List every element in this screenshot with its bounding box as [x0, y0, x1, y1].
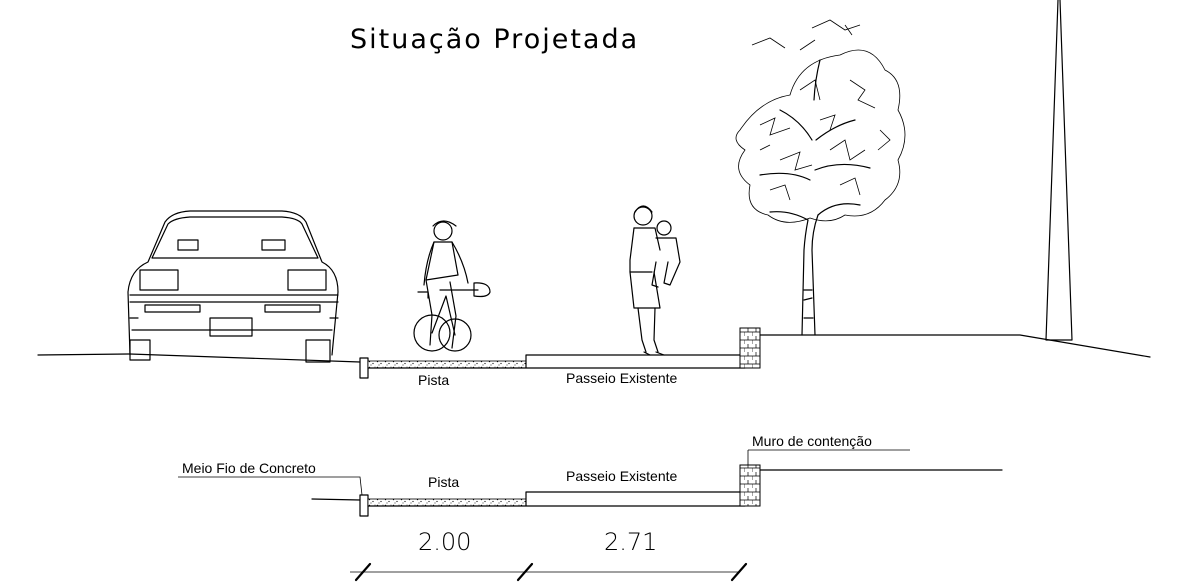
pedestrians-illustration	[629, 205, 681, 356]
road-surface-lower	[367, 498, 527, 507]
tree-illustration	[735, 19, 906, 336]
cyclist-illustration	[413, 220, 491, 352]
lower-ground-left	[311, 498, 361, 501]
curb-leader-line	[178, 476, 363, 496]
curb-upper	[359, 357, 369, 379]
dimension-tick-left	[354, 562, 372, 582]
car-illustration	[127, 210, 339, 363]
wall-label: Muro de contenção	[752, 433, 872, 449]
road-surface-upper	[367, 360, 527, 369]
dimension-tick-right	[730, 562, 748, 582]
sidewalk-width-value: 2.71	[604, 528, 657, 556]
retaining-wall-upper	[739, 327, 761, 369]
retaining-wall-lower	[739, 464, 761, 507]
pole-illustration	[1045, 0, 1073, 341]
dimension-tick-middle	[516, 562, 534, 582]
curb-label: Meio Fio de Concreto	[182, 460, 316, 476]
upper-section: Pista Passeio Existente	[37, 0, 1151, 388]
sidewalk-label-lower: Passeio Existente	[566, 468, 677, 484]
wall-leader-line	[747, 449, 910, 465]
road-label-upper: Pista	[418, 372, 449, 388]
ground-line-right	[759, 334, 1151, 358]
dimension-line: 2.00 2.71	[350, 528, 748, 582]
road-width-value: 2.00	[418, 528, 471, 556]
curb-lower	[359, 494, 369, 517]
lower-section: Meio Fio de Concreto Pista Passeio Exist…	[178, 433, 1003, 582]
drawing-title: Situação Projetada	[350, 24, 639, 55]
road-label-lower: Pista	[428, 474, 459, 490]
ground-line-left	[37, 353, 361, 363]
sidewalk-label-upper: Passeio Existente	[566, 370, 677, 386]
